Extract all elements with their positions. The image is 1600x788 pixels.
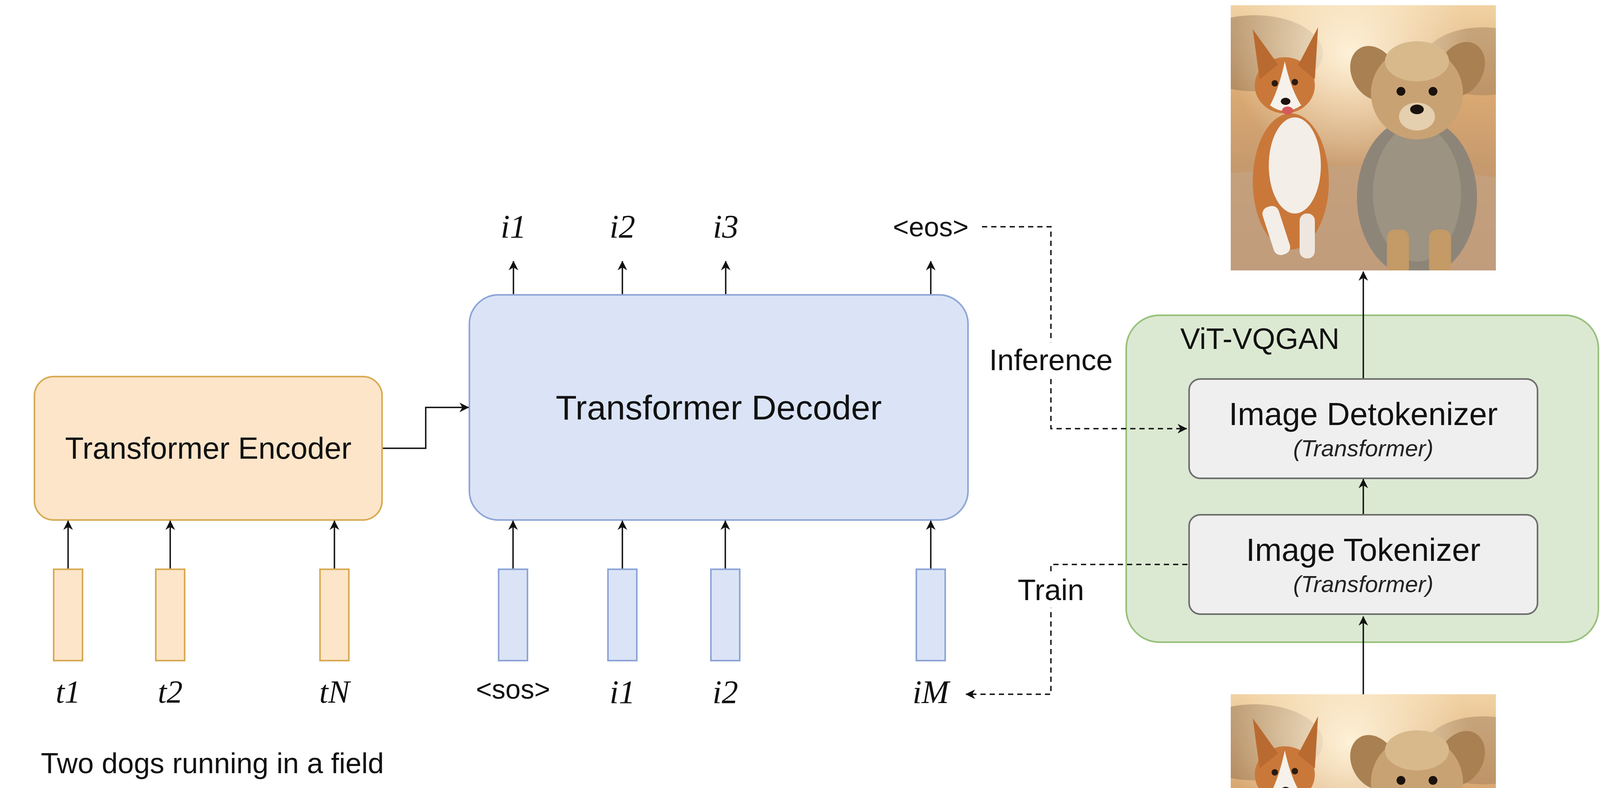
arrow-label: Inference [985,342,1117,378]
token-rect: <sos> [497,568,529,662]
panel-title: ViT-VQGAN [1180,321,1340,356]
token-label: i2 [712,673,739,711]
token-rect: i1 [607,568,638,662]
arrow-connector [169,520,172,569]
token-rect: tN [319,568,350,662]
token-label: t1 [55,673,81,711]
output-arrow [724,261,727,294]
process-box: Image Tokenizer(Transformer) [1188,513,1539,615]
token-rect: i2 [710,568,741,662]
arrow-connector [382,407,469,449]
box-label: (Transformer) [1293,434,1434,462]
box-label: Transformer Encoder [64,430,352,466]
box-label: Image Detokenizer [1228,395,1498,433]
output-token: i2 [609,207,636,246]
output-arrow [512,261,515,294]
arrow-connector [621,520,624,569]
token-label: iM [912,673,949,711]
process-box: Image Detokenizer(Transformer) [1188,378,1539,479]
input-image-arrow [1362,616,1365,695]
inference-path [982,226,1187,429]
output-image-arrow [1362,271,1365,379]
token-rect: t2 [154,568,186,662]
arrow-connector [512,520,514,569]
token-rect: iM [915,568,946,662]
group-panel: ViT-VQGANImage Detokenizer(Transformer)I… [1125,314,1600,643]
box-label: Image Tokenizer [1245,531,1481,569]
arrow-connector [929,520,932,569]
arrow-connector [1362,478,1365,514]
output-token: i1 [500,207,527,246]
arrow-connector [724,520,727,569]
input-photo [1186,694,1544,788]
token-label: i1 [609,673,636,711]
token-label: t2 [157,673,183,711]
train-path [966,564,1188,695]
token-rect: t1 [52,568,84,662]
box-label: (Transformer) [1293,570,1434,598]
arrow-connector [67,520,69,569]
arrow-label: Train [1013,571,1089,608]
decoder-box: Transformer Decoder [468,293,969,521]
output-token: i3 [712,207,739,246]
caption-text: Two dogs running in a field [40,746,385,780]
output-arrow [621,261,624,294]
output-token: <eos> [892,211,969,243]
box-label: Transformer Decoder [555,387,882,428]
encoder-box: Transformer Encoder [33,375,383,521]
output-arrow [929,261,932,294]
token-label: <sos> [475,673,550,705]
arrow-connector [333,520,336,569]
token-label: tN [319,673,350,711]
output-photo [1186,5,1544,278]
